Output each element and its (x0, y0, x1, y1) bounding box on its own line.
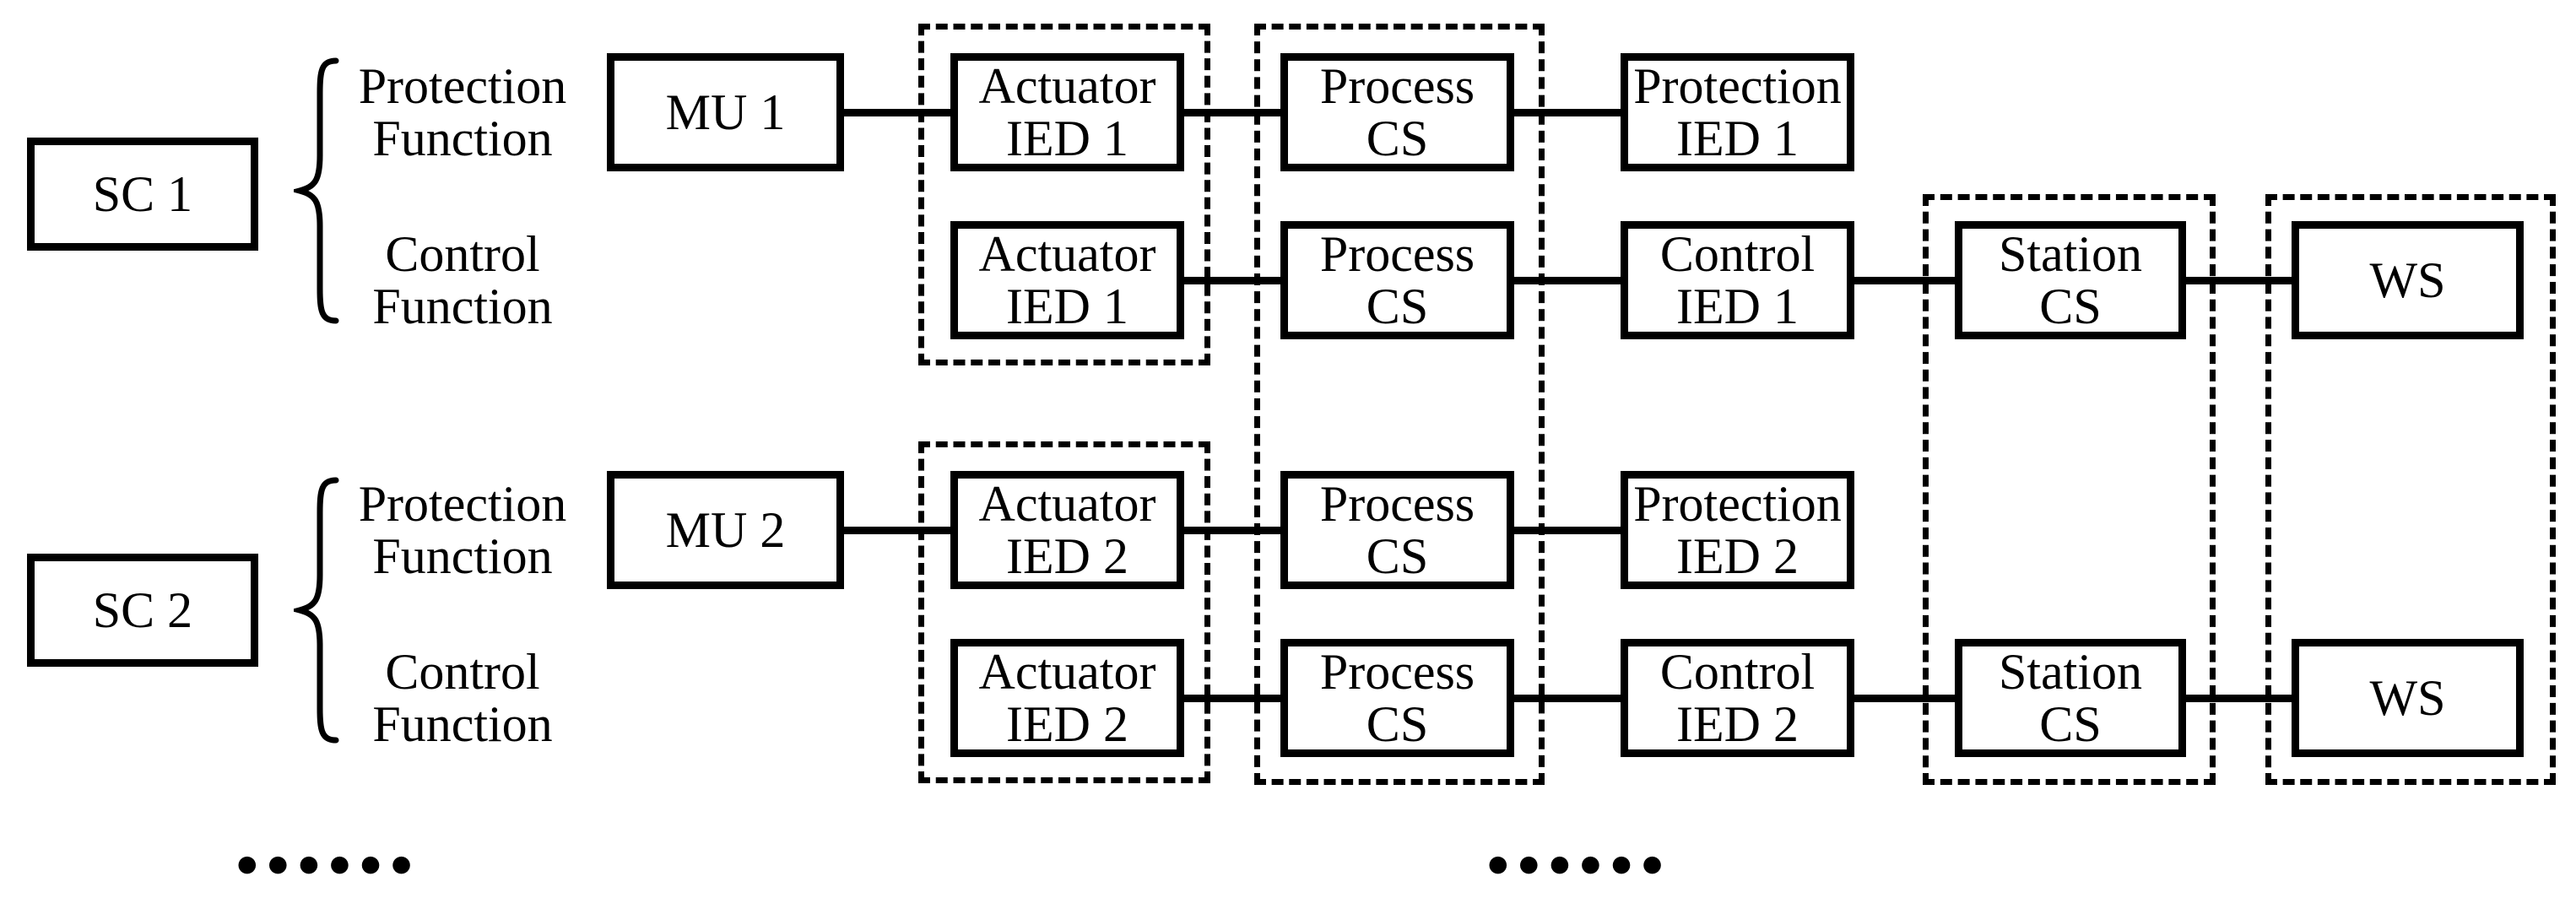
sc2-label: SC 2 (92, 582, 193, 638)
label-line: Control (385, 226, 540, 282)
connector-process-cs-protection-ied2 (1510, 527, 1625, 534)
mu2-label: MU 2 (665, 502, 786, 558)
box-line: CS (1366, 279, 1429, 334)
control-ied2-box: Control IED 2 (1621, 639, 1854, 757)
mu2-box: MU 2 (607, 471, 844, 589)
box-line: Control (1659, 226, 1816, 282)
dashed-group-ws (2265, 194, 2556, 785)
ws-box-1: WS (2292, 221, 2524, 339)
connector-actuator-ied1-process-cs-row1 (1180, 109, 1285, 116)
actuator-ied1-protection-box: Actuator IED 1 (950, 53, 1184, 171)
connector-actuator-ied1-process-cs-row2 (1180, 277, 1285, 284)
ellipsis-left: ●●●●●● (237, 851, 423, 877)
process-cs-box-row1: Process CS (1280, 53, 1514, 171)
box-line: Protection (1633, 476, 1842, 532)
box-line: IED 1 (1006, 111, 1128, 166)
label-line: Function (372, 111, 553, 166)
connector-control-ied2-station-cs (1850, 695, 1960, 702)
box-line: IED 2 (1676, 528, 1799, 584)
box-line: IED 1 (1006, 279, 1128, 334)
box-line: IED 2 (1676, 696, 1799, 752)
station-cs-box-1: Station CS (1955, 221, 2186, 339)
connector-actuator-ied2-process-cs-row3 (1180, 527, 1285, 534)
connector-control-ied1-station-cs (1850, 277, 1960, 284)
connector-process-cs-protection-ied1 (1510, 109, 1625, 116)
label-line: Protection (358, 58, 567, 114)
dashed-group-actuator-ied2 (918, 441, 1210, 783)
control-ied1-box: Control IED 1 (1621, 221, 1854, 339)
label-line: Function (372, 279, 553, 334)
station-cs-box-2: Station CS (1955, 639, 2186, 757)
ellipsis-right: ●●●●●● (1488, 851, 1674, 877)
connector-process-cs-control-ied2 (1510, 695, 1625, 702)
ws-label: WS (2369, 252, 2446, 308)
dashed-group-actuator-ied1 (918, 24, 1210, 365)
label-sc1-protection-function: Protection Function (319, 60, 606, 165)
box-line: IED 2 (1006, 696, 1128, 752)
label-line: Function (372, 528, 553, 584)
box-line: Station (1998, 226, 2142, 282)
connector-process-cs-control-ied1 (1510, 277, 1625, 284)
box-line: CS (2039, 279, 2102, 334)
label-sc2-control-function: Control Function (319, 646, 606, 750)
ws-box-2: WS (2292, 639, 2524, 757)
box-line: CS (1366, 111, 1429, 166)
process-cs-box-row4: Process CS (1280, 639, 1514, 757)
protection-ied2-box: Protection IED 2 (1621, 471, 1854, 589)
box-line: Actuator (978, 644, 1156, 700)
mu1-box: MU 1 (607, 53, 844, 171)
box-line: Actuator (978, 476, 1156, 532)
sc1-box: SC 1 (27, 138, 258, 251)
process-cs-box-row2: Process CS (1280, 221, 1514, 339)
box-line: IED 1 (1676, 111, 1799, 166)
connector-mu1-actuator-ied1 (840, 109, 958, 116)
dashed-group-process-cs (1254, 24, 1545, 785)
protection-ied1-box: Protection IED 1 (1621, 53, 1854, 171)
actuator-ied2-control-box: Actuator IED 2 (950, 639, 1184, 757)
box-line: IED 2 (1006, 528, 1128, 584)
connector-station-cs-ws-1 (2182, 277, 2297, 284)
label-sc1-control-function: Control Function (319, 228, 606, 333)
box-line: Station (1998, 644, 2142, 700)
process-cs-box-row3: Process CS (1280, 471, 1514, 589)
actuator-ied2-protection-box: Actuator IED 2 (950, 471, 1184, 589)
box-line: CS (1366, 696, 1429, 752)
box-line: Actuator (978, 58, 1156, 114)
box-line: CS (1366, 528, 1429, 584)
box-line: Protection (1633, 58, 1842, 114)
actuator-ied1-control-box: Actuator IED 1 (950, 221, 1184, 339)
connector-mu2-actuator-ied2 (840, 527, 958, 534)
connector-station-cs-ws-2 (2182, 695, 2297, 702)
box-line: Process (1319, 58, 1475, 114)
box-line: Process (1319, 644, 1475, 700)
mu1-label: MU 1 (665, 84, 786, 140)
box-line: CS (2039, 696, 2102, 752)
label-line: Protection (358, 476, 567, 532)
label-line: Function (372, 696, 553, 752)
box-line: Process (1319, 476, 1475, 532)
brace-sc2 (294, 477, 339, 744)
connector-actuator-ied2-process-cs-row4 (1180, 695, 1285, 702)
box-line: Process (1319, 226, 1475, 282)
ws-label: WS (2369, 670, 2446, 726)
brace-sc1 (294, 57, 339, 324)
sc2-box: SC 2 (27, 554, 258, 667)
sc1-label: SC 1 (92, 166, 193, 222)
dashed-group-station-cs (1923, 194, 2216, 785)
box-line: IED 1 (1676, 279, 1799, 334)
box-line: Actuator (978, 226, 1156, 282)
box-line: Control (1659, 644, 1816, 700)
label-line: Control (385, 644, 540, 700)
label-sc2-protection-function: Protection Function (319, 478, 606, 582)
